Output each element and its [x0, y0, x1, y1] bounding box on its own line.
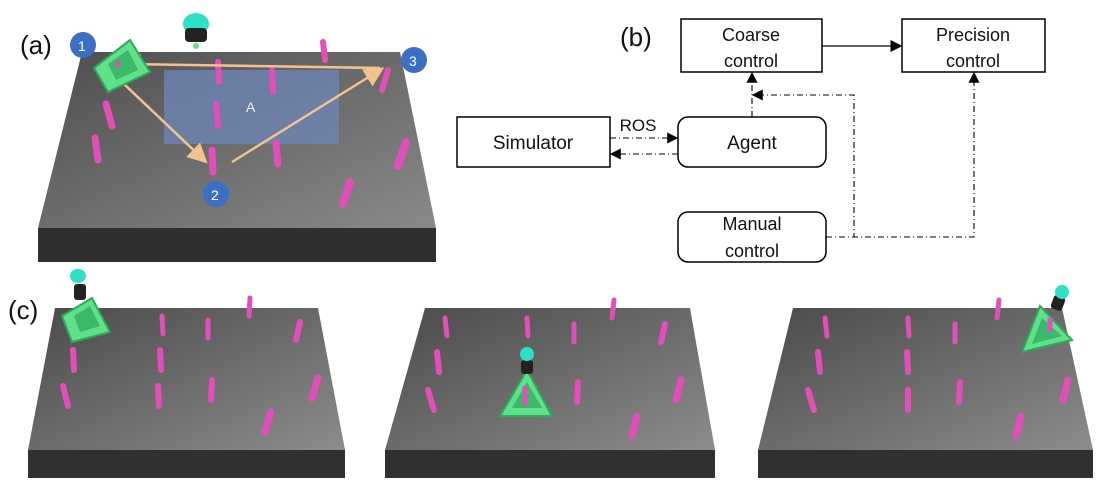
peg [1059, 376, 1072, 404]
table-front [385, 450, 715, 478]
panel-c-label: (c) [8, 295, 39, 325]
agent-label: Agent [727, 133, 777, 154]
peg [442, 315, 450, 339]
panel-a-scene: A 1 2 3 [38, 13, 436, 262]
peg [213, 101, 221, 129]
peg [102, 100, 116, 130]
gripper [60, 269, 112, 344]
arrow-manual-to-precision [826, 71, 980, 238]
robot-head-a [183, 13, 209, 49]
peg [609, 297, 617, 321]
table-front [28, 450, 345, 478]
peg [628, 412, 641, 440]
marker-1: 1 [70, 32, 96, 58]
peg [159, 313, 166, 337]
peg [434, 349, 442, 375]
peg [157, 347, 164, 373]
peg [574, 379, 581, 405]
precision-control-box [901, 18, 1046, 73]
peg [394, 138, 410, 170]
peg [672, 376, 685, 404]
peg [956, 379, 963, 405]
peg [269, 67, 276, 95]
panel-a-label: (a) [20, 30, 52, 60]
gripper [498, 347, 554, 417]
marker-1-label: 1 [78, 38, 86, 54]
peg [208, 146, 217, 176]
peg [658, 321, 668, 345]
table-top [28, 308, 345, 450]
peg [339, 178, 354, 208]
ros-label: ROS [620, 116, 657, 135]
pegs-a [91, 39, 410, 208]
peg [524, 315, 531, 339]
marker-2-label: 2 [211, 187, 219, 203]
peg [293, 319, 303, 343]
peg [60, 383, 71, 409]
precision-label-line1: Precision [936, 25, 1010, 45]
peg [822, 315, 830, 339]
marker-2: 2 [203, 181, 229, 207]
panel-b-label: (b) [620, 22, 652, 52]
table-front [758, 450, 1093, 478]
peg [91, 134, 102, 164]
table-top [758, 308, 1093, 450]
peg [1012, 412, 1025, 440]
path-arrows [121, 54, 385, 164]
peg [320, 39, 328, 63]
peg [905, 315, 912, 339]
gripper-a [92, 38, 152, 94]
scene-3 [758, 285, 1093, 478]
peg [70, 347, 77, 373]
peg [261, 408, 275, 436]
peg [904, 349, 911, 375]
peg [805, 387, 817, 413]
manual-label-line2: control [725, 241, 779, 261]
precision-label-line2: control [946, 51, 1000, 71]
panel-c-scenes [28, 269, 1093, 478]
simulator-box [456, 116, 611, 168]
peg [815, 349, 823, 375]
scene-2 [385, 297, 715, 478]
marker-3: 3 [401, 47, 427, 73]
table-top [385, 308, 715, 450]
gripper [1020, 285, 1074, 354]
peg [379, 67, 391, 93]
peg [155, 383, 162, 409]
peg [425, 387, 437, 413]
peg [246, 295, 253, 319]
coarse-label-line1: Coarse [722, 25, 780, 45]
scene-1 [28, 269, 345, 478]
simulator-label: Simulator [493, 133, 574, 154]
peg [208, 377, 215, 403]
coarse-control-box [680, 18, 823, 73]
peg [272, 139, 282, 168]
coarse-label-line2: control [724, 51, 778, 71]
region-a [164, 70, 339, 144]
panel-b-diagram: Simulator Agent Coarse control Precision… [456, 18, 1046, 263]
marker-3-label: 3 [409, 53, 417, 69]
peg [994, 297, 1002, 321]
peg [308, 374, 322, 402]
region-a-label: A [246, 99, 256, 115]
manual-label-line1: Manual [722, 214, 781, 234]
table-front [38, 228, 436, 262]
